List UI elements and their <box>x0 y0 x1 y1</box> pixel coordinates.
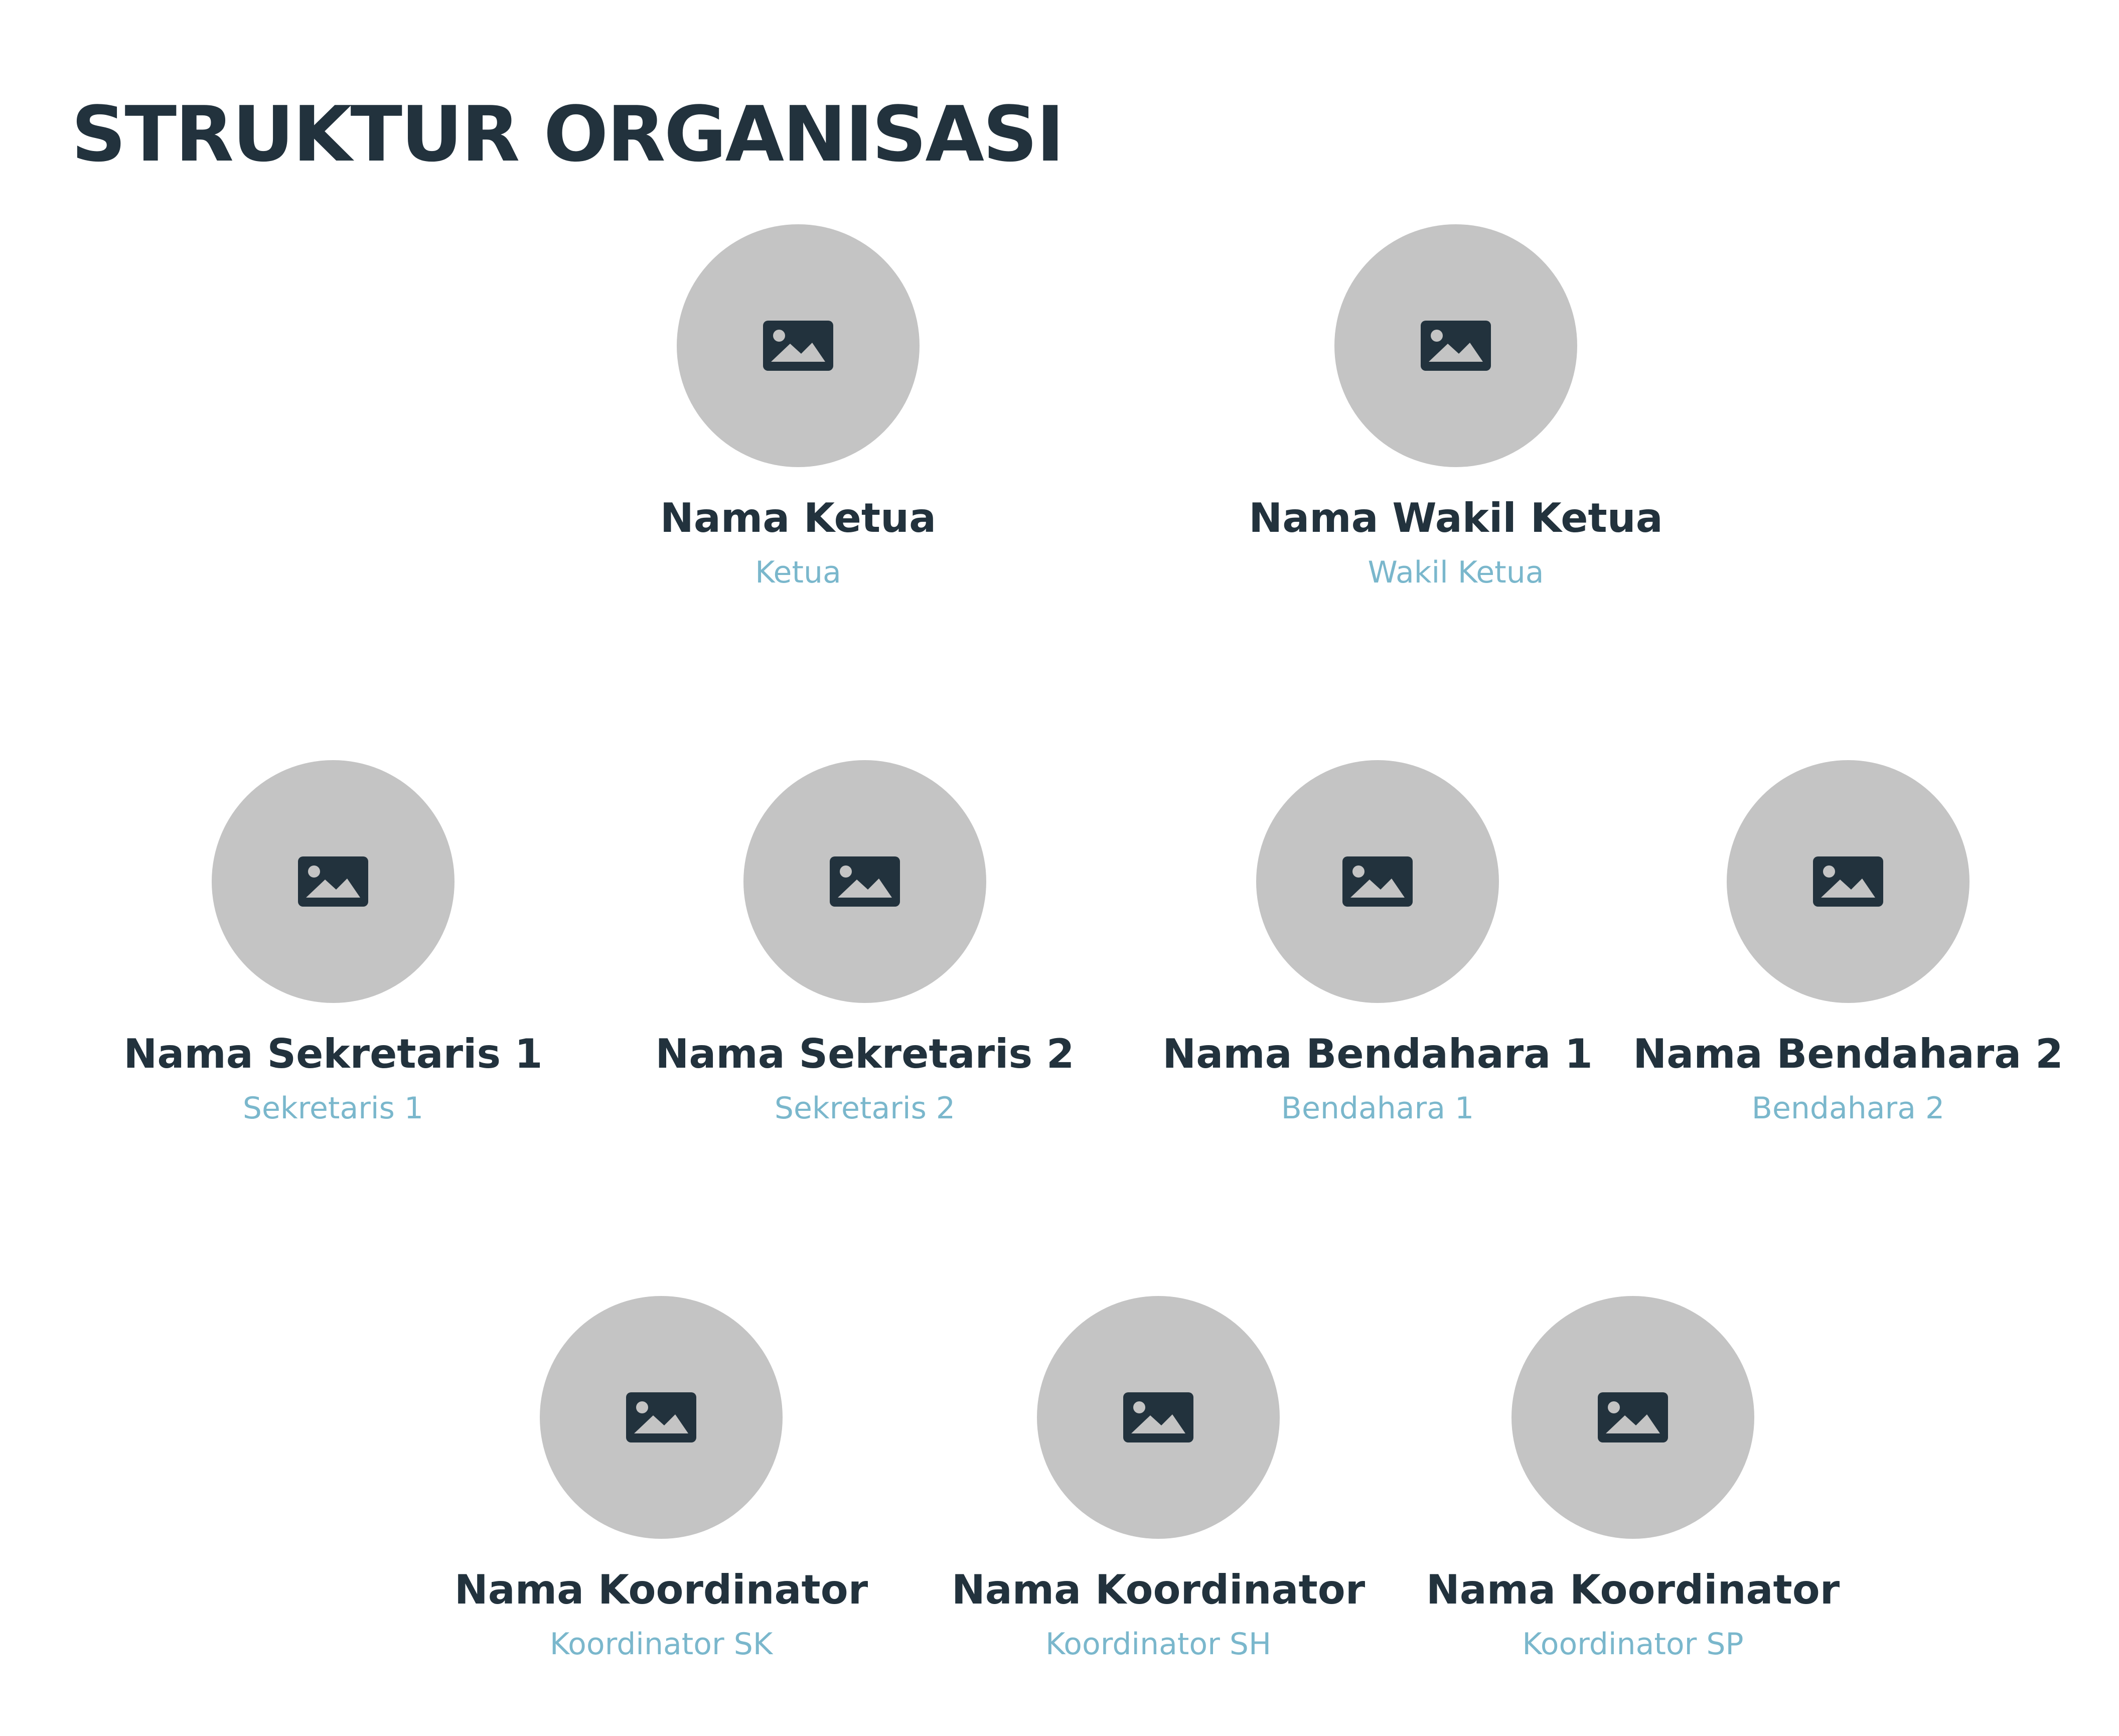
member-role: Bendahara 2 <box>1751 1091 1945 1126</box>
member-card-sekretaris-2: Nama Sekretaris 2 Sekretaris 2 <box>624 760 1106 1131</box>
member-role: Sekretaris 1 <box>242 1091 424 1126</box>
image-placeholder-icon <box>1813 856 1883 907</box>
image-placeholder-icon <box>626 1392 696 1442</box>
member-name: Nama Wakil Ketua <box>1249 495 1663 541</box>
avatar <box>1256 760 1499 1003</box>
member-card-sekretaris-1: Nama Sekretaris 1 Sekretaris 1 <box>92 760 574 1131</box>
member-name: Nama Bendahara 2 <box>1633 1031 2063 1077</box>
avatar <box>1511 1296 1754 1539</box>
member-card-ketua: Nama Ketua Ketua <box>557 224 1039 596</box>
avatar <box>677 224 920 467</box>
avatar <box>1334 224 1577 467</box>
member-name: Nama Koordinator <box>1426 1566 1840 1613</box>
member-role: Koordinator SP <box>1522 1627 1744 1662</box>
avatar <box>212 760 455 1003</box>
member-role: Sekretaris 2 <box>774 1091 956 1126</box>
member-card-bendahara-2: Nama Bendahara 2 Bendahara 2 <box>1607 760 2089 1131</box>
image-placeholder-icon <box>1421 321 1491 371</box>
member-name: Nama Koordinator <box>454 1566 868 1613</box>
member-role: Koordinator SK <box>549 1627 773 1662</box>
member-name: Nama Ketua <box>660 495 937 541</box>
member-role: Bendahara 1 <box>1281 1091 1474 1126</box>
image-placeholder-icon <box>763 321 833 371</box>
member-card-koordinator-sh: Nama Koordinator Koordinator SH <box>918 1296 1399 1667</box>
image-placeholder-icon <box>1598 1392 1668 1442</box>
member-card-bendahara-1: Nama Bendahara 1 Bendahara 1 <box>1137 760 1618 1131</box>
image-placeholder-icon <box>298 856 368 907</box>
avatar <box>540 1296 783 1539</box>
avatar <box>1727 760 1970 1003</box>
member-card-koordinator-sp: Nama Koordinator Koordinator SP <box>1392 1296 1874 1667</box>
member-card-koordinator-sk: Nama Koordinator Koordinator SK <box>420 1296 902 1667</box>
page-title: STRUKTUR ORGANISASI <box>71 90 1065 179</box>
member-role: Koordinator SH <box>1045 1627 1272 1662</box>
member-name: Nama Koordinator <box>951 1566 1366 1613</box>
member-role: Wakil Ketua <box>1368 555 1544 590</box>
member-name: Nama Sekretaris 1 <box>123 1031 543 1077</box>
image-placeholder-icon <box>830 856 900 907</box>
member-role: Ketua <box>755 555 841 590</box>
member-name: Nama Bendahara 1 <box>1162 1031 1593 1077</box>
avatar <box>1037 1296 1280 1539</box>
member-card-wakil-ketua: Nama Wakil Ketua Wakil Ketua <box>1215 224 1697 596</box>
member-name: Nama Sekretaris 2 <box>655 1031 1075 1077</box>
image-placeholder-icon <box>1342 856 1413 907</box>
avatar <box>743 760 986 1003</box>
image-placeholder-icon <box>1123 1392 1193 1442</box>
